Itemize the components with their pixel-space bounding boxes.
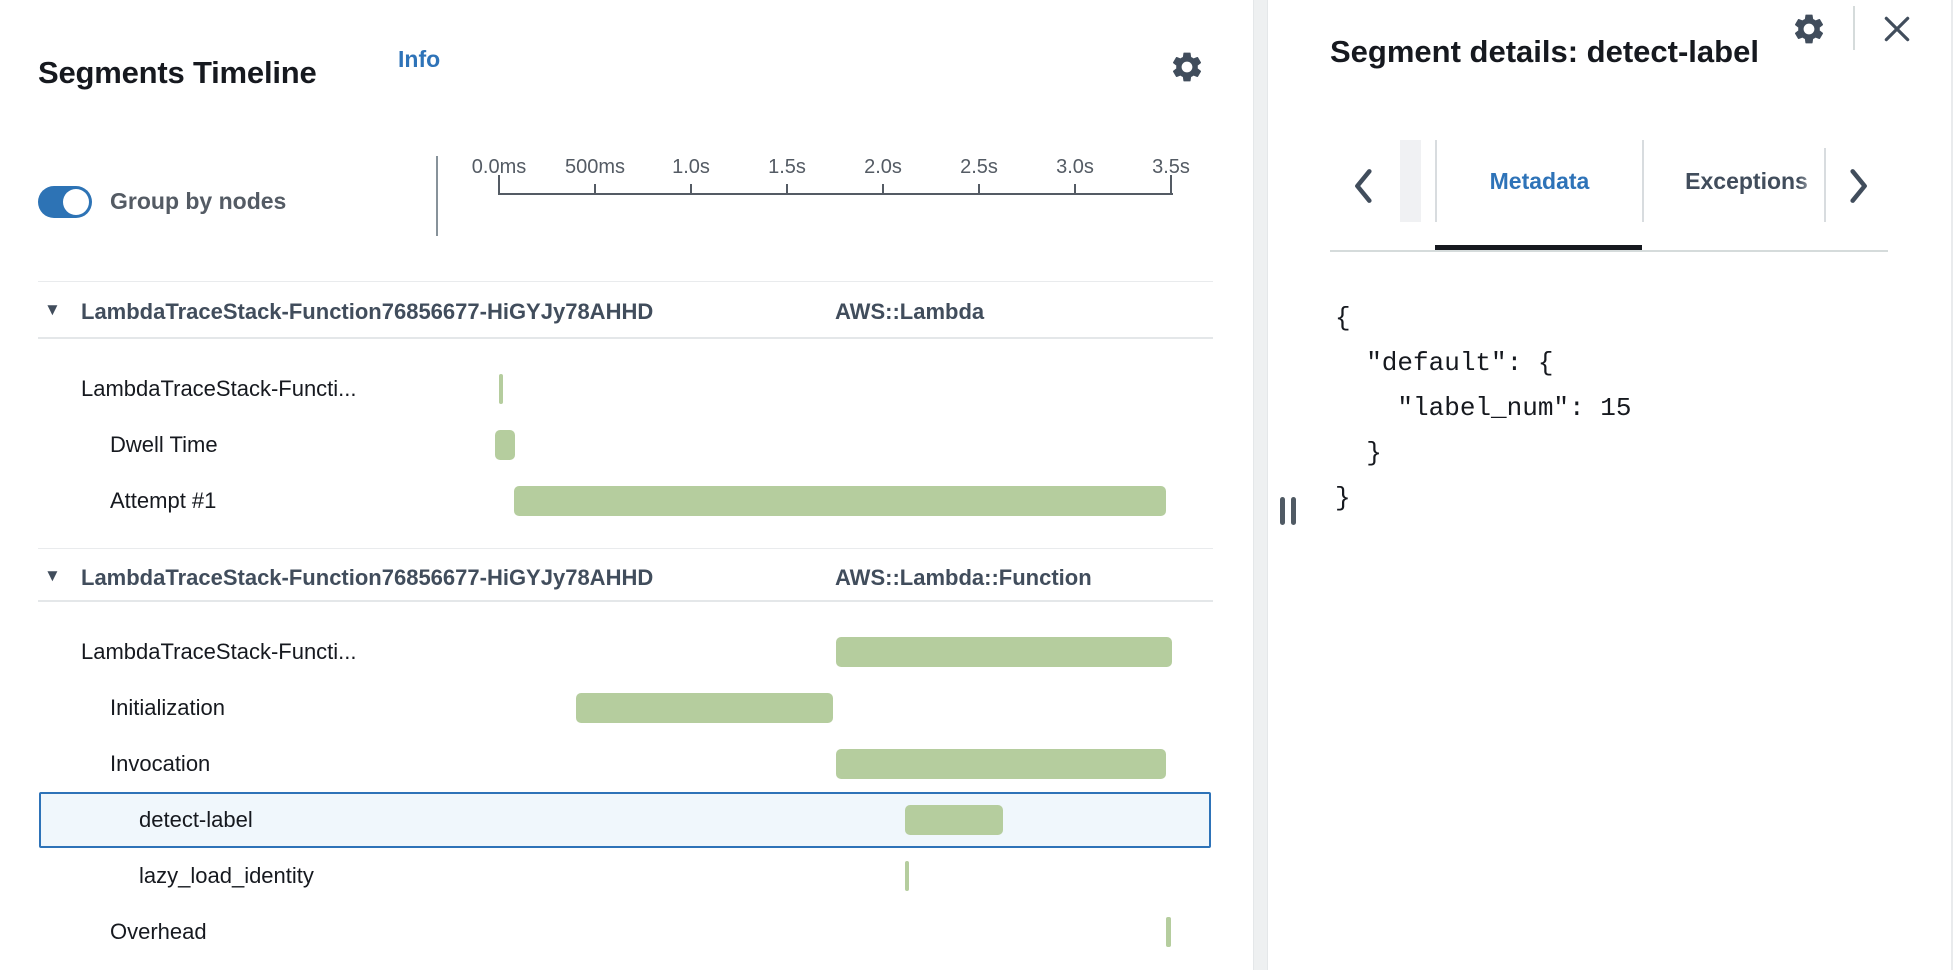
- details-settings-button[interactable]: [1788, 8, 1830, 50]
- tabs-bottom-rule: [1330, 250, 1888, 252]
- group-header: ▼ LambdaTraceStack-Function76856677-HiGYJ…: [38, 292, 1213, 332]
- panel-split-divider: [1253, 0, 1268, 970]
- chevron-left-icon: [1355, 169, 1372, 203]
- tab-metadata[interactable]: Metadata: [1435, 140, 1642, 222]
- tab-exceptions[interactable]: Exceptions: [1642, 140, 1824, 222]
- collapse-triangle-icon[interactable]: ▼: [44, 566, 61, 585]
- timeline-row-lambdatracestack-functi-[interactable]: LambdaTraceStack-Functi...: [39, 624, 1211, 680]
- axis-tick-label: 3.0s: [1056, 156, 1094, 178]
- drag-bar: [1291, 497, 1296, 525]
- axis-tick-mark: [498, 175, 500, 195]
- timeline-bar: [835, 749, 1167, 779]
- split-drag-handle-icon[interactable]: [1280, 497, 1300, 525]
- group-type-label: AWS::Lambda: [835, 299, 985, 324]
- axis-tick-mark: [978, 184, 980, 195]
- group-header-underline: [38, 600, 1213, 602]
- tabs-pagination-divider: [1400, 140, 1421, 222]
- metadata-json-viewer: { "default": { "label_num": 15 } }: [1335, 303, 1632, 513]
- axis-baseline: [499, 193, 1173, 195]
- timeline-bar: [514, 486, 1167, 516]
- drag-bar: [1280, 497, 1285, 525]
- timeline-bar: [495, 430, 516, 460]
- axis-tick-mark: [1074, 184, 1076, 195]
- tabs-right-separator: [1824, 148, 1826, 222]
- axis-tick-label: 1.0s: [672, 156, 710, 178]
- group-separator: [38, 281, 1213, 282]
- timeline-row-label: LambdaTraceStack-Functi...: [81, 376, 357, 401]
- axis-tick-label: 2.0s: [864, 156, 902, 178]
- axis-tick-label: 1.5s: [768, 156, 806, 178]
- timeline-bar: [499, 374, 504, 404]
- header-divider: [1853, 6, 1855, 50]
- timeline-row-lambdatracestack-functi-[interactable]: LambdaTraceStack-Functi...: [39, 361, 1211, 417]
- group-by-nodes-label: Group by nodes: [110, 188, 287, 214]
- panel-right-edge: [1951, 0, 1953, 970]
- details-title: Segment details: detect-label: [1330, 33, 1759, 69]
- timeline-row-invocation[interactable]: Invocation: [39, 736, 1211, 792]
- collapse-triangle-icon[interactable]: ▼: [44, 300, 61, 319]
- group-by-nodes-toggle[interactable]: [38, 186, 92, 218]
- timeline-row-dwell-time[interactable]: Dwell Time: [39, 417, 1211, 473]
- timeline-row-lazy-load-identity[interactable]: lazy_load_identity: [39, 848, 1211, 904]
- page-title: Segments Timeline: [38, 54, 317, 90]
- timeline-settings-button[interactable]: [1166, 46, 1208, 88]
- timeline-row-label: detect-label: [139, 807, 253, 832]
- timeline-bar: [904, 861, 910, 891]
- info-link[interactable]: Info: [398, 46, 441, 72]
- timeline-row-label: Dwell Time: [110, 432, 218, 457]
- timeline-row-label: Attempt #1: [110, 488, 217, 513]
- controls-divider: [436, 156, 438, 236]
- axis-tick-label: 3.5s: [1152, 156, 1190, 178]
- timeline-row-initialization[interactable]: Initialization: [39, 680, 1211, 736]
- timeline-row-label: Overhead: [110, 919, 207, 944]
- tabs-scroll-right-button[interactable]: [1836, 160, 1880, 212]
- group-header-underline: [38, 337, 1213, 339]
- timeline-row-label: LambdaTraceStack-Functi...: [81, 639, 357, 664]
- group-separator: [38, 548, 1213, 549]
- toggle-knob: [63, 189, 89, 215]
- group-name: LambdaTraceStack-Function76856677-HiGYJy…: [81, 299, 654, 324]
- axis-tick-mark: [594, 184, 596, 195]
- group-header: ▼ LambdaTraceStack-Function76856677-HiGYJ…: [38, 558, 1213, 598]
- timeline-bar: [1166, 917, 1171, 947]
- timeline-row-label: Initialization: [110, 695, 225, 720]
- axis-tick-mark: [882, 184, 884, 195]
- group-name: LambdaTraceStack-Function76856677-HiGYJy…: [81, 565, 654, 590]
- timeline-bar: [904, 805, 1003, 835]
- timeline-row-overhead[interactable]: Overhead: [39, 904, 1211, 960]
- axis-tick-mark: [1170, 175, 1172, 195]
- timeline-row-detect-label[interactable]: detect-label: [39, 792, 1211, 848]
- tabs-clip-fade: [1798, 140, 1824, 222]
- axis-tick-mark: [690, 184, 692, 195]
- timeline-bar: [575, 693, 833, 723]
- gear-icon: [1794, 14, 1824, 44]
- axis-tick-label: 500ms: [564, 156, 626, 178]
- timeline-row-attempt-1[interactable]: Attempt #1: [39, 473, 1211, 529]
- timeline-row-label: Invocation: [110, 751, 211, 776]
- tabs-scroll-left-button[interactable]: [1342, 160, 1386, 212]
- axis-tick-label: 0.0ms: [471, 156, 527, 178]
- group-type-label: AWS::Lambda::Function: [835, 565, 1092, 590]
- timeline-bar: [835, 637, 1173, 667]
- chevron-right-icon: [1850, 169, 1867, 203]
- gear-icon: [1172, 52, 1202, 82]
- active-tab-indicator: [1435, 245, 1642, 250]
- timeline-row-label: lazy_load_identity: [139, 863, 314, 888]
- axis-tick-label: 2.5s: [960, 156, 998, 178]
- details-close-button[interactable]: [1876, 8, 1918, 50]
- axis-tick-mark: [786, 184, 788, 195]
- close-icon: [1884, 16, 1910, 42]
